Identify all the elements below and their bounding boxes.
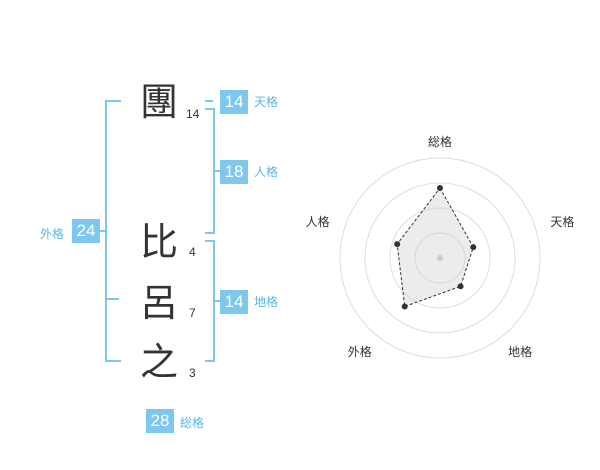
radar-point bbox=[470, 244, 477, 251]
radar-point bbox=[437, 185, 443, 191]
radar-axis-label: 外格 bbox=[348, 344, 372, 359]
chikaku-connector bbox=[215, 300, 220, 302]
radar-grid-ring bbox=[389, 207, 491, 309]
radar-point bbox=[401, 303, 408, 310]
radar-axis-label: 地格 bbox=[508, 344, 532, 359]
surname-char-1-strokes: 14 bbox=[186, 107, 200, 121]
radar-point bbox=[394, 241, 401, 248]
given-char-1: 比 bbox=[140, 220, 179, 264]
tenkaku-value: 14 bbox=[220, 90, 248, 114]
tenkaku-label: 天格 bbox=[254, 95, 279, 109]
radar-center-dot bbox=[437, 255, 443, 261]
radar-grid-ring bbox=[414, 232, 466, 284]
gaikaku-bracket bbox=[105, 100, 121, 362]
given-char-3: 之 bbox=[140, 340, 179, 384]
radar-grid-ring bbox=[364, 182, 516, 334]
gaikaku-value: 24 bbox=[72, 219, 100, 243]
jinkaku-label: 人格 bbox=[254, 165, 279, 179]
chikaku-value: 14 bbox=[220, 290, 248, 314]
surname-char-1: 團 bbox=[140, 80, 179, 124]
soukaku-value: 28 bbox=[146, 409, 174, 433]
radar-axis-label: 総格 bbox=[428, 134, 452, 149]
jinkaku-connector bbox=[215, 170, 220, 172]
radar-data-polygon bbox=[396, 187, 474, 308]
chikaku-bracket bbox=[205, 240, 215, 362]
given-char-2: 呂 bbox=[140, 281, 179, 325]
gaikaku-bracket-mid bbox=[105, 298, 119, 300]
gaikaku-connector bbox=[98, 230, 105, 232]
jinkaku-value: 18 bbox=[220, 160, 248, 184]
chikaku-label: 地格 bbox=[254, 295, 279, 309]
given-char-2-strokes: 7 bbox=[189, 306, 196, 320]
radar-grid-ring bbox=[339, 157, 541, 359]
jinkaku-bracket bbox=[205, 108, 215, 234]
radar-point bbox=[457, 283, 464, 290]
given-char-1-strokes: 4 bbox=[189, 245, 196, 259]
radar-axis-label: 天格 bbox=[550, 214, 574, 229]
gaikaku-label: 外格 bbox=[40, 227, 65, 241]
soukaku-label: 総格 bbox=[180, 416, 205, 430]
given-char-3-strokes: 3 bbox=[189, 366, 196, 380]
radar-axis-label: 人格 bbox=[306, 214, 330, 229]
tenkaku-bracket bbox=[205, 100, 213, 102]
